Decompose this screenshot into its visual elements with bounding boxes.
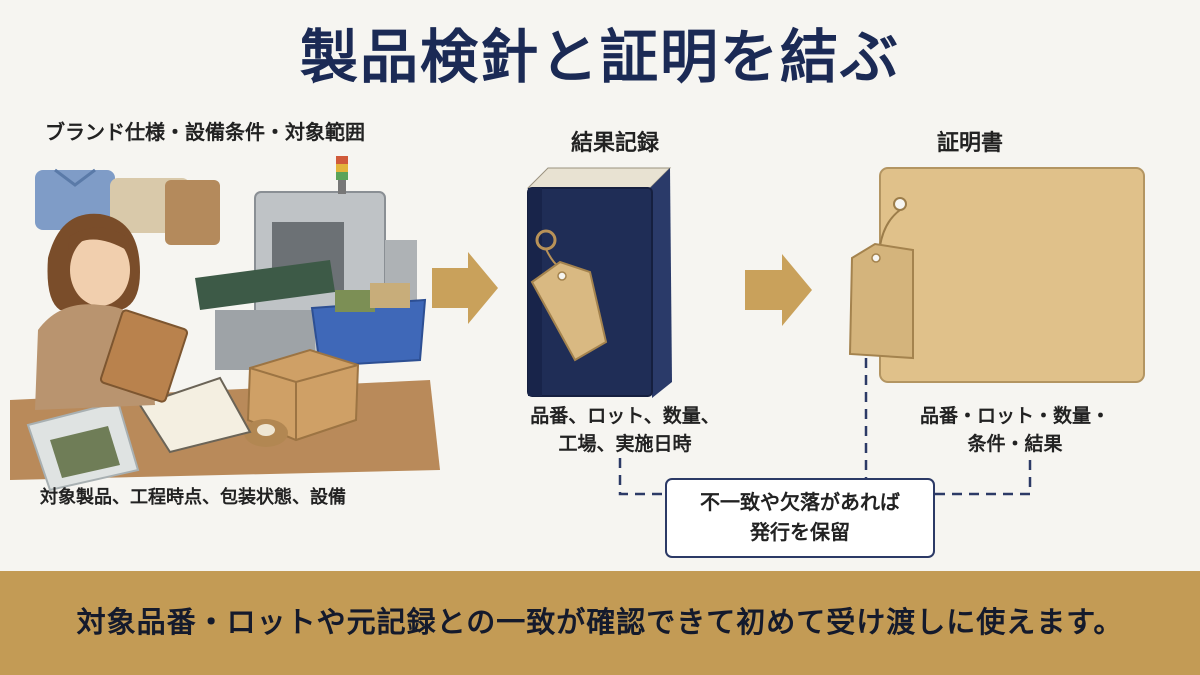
inspection-illustration: [10, 156, 440, 492]
cardboard-box-icon: [246, 348, 360, 442]
certificate-heading: 証明書: [936, 131, 1003, 156]
page-title: 製品検針と証明を結ぶ: [299, 23, 900, 91]
certificate-icon: [848, 167, 1145, 383]
inspection-heading: ブランド仕様・設備条件・対象範囲: [45, 120, 365, 144]
conveyor-belt: [195, 260, 335, 310]
record-tag-icon: [530, 260, 608, 362]
folded-shirts-icon: [35, 168, 220, 245]
flow-arrow-2: [745, 254, 812, 326]
bagged-sweater-icon: [26, 400, 140, 492]
record-heading: 結果記録: [570, 131, 659, 156]
footer-banner: 対象品番・ロットや元記録との一致が確認できて初めて受け渡しに使えます。: [0, 571, 1200, 675]
flow-arrow-1: [432, 252, 498, 324]
footer-text: 対象品番・ロットや元記録との一致が確認できて初めて受け渡しに使えます。: [76, 605, 1124, 639]
clipboard-icon: [99, 309, 189, 403]
callout-line1: 不一致や欠落があれば: [700, 490, 900, 514]
certificate-caption: 品番・ロット・数量・ 条件・結果: [895, 403, 1135, 458]
dashed-connector: [618, 358, 1032, 496]
binder-record-icon: [526, 167, 672, 398]
certificate-tag-icon: [848, 242, 914, 360]
inspector-person-icon: [35, 213, 189, 410]
record-caption-line1: 品番、ロット、数量、: [530, 405, 720, 427]
record-caption-line2: 工場、実施日時: [558, 432, 692, 455]
inspection-caption: 対象製品、工程時点、包装状態、設備: [40, 487, 346, 508]
certificate-caption-line2: 条件・結果: [967, 432, 1063, 455]
record-caption: 品番、ロット、数量、 工場、実施日時: [510, 403, 740, 458]
blue-bin-icon: [310, 283, 427, 368]
certificate-caption-line1: 品番・ロット・数量・: [919, 405, 1110, 427]
hold-callout-box: 不一致や欠落があれば 発行を保留: [665, 478, 935, 558]
callout-line2: 発行を保留: [750, 520, 850, 544]
tape-roll-icon: [244, 419, 288, 447]
